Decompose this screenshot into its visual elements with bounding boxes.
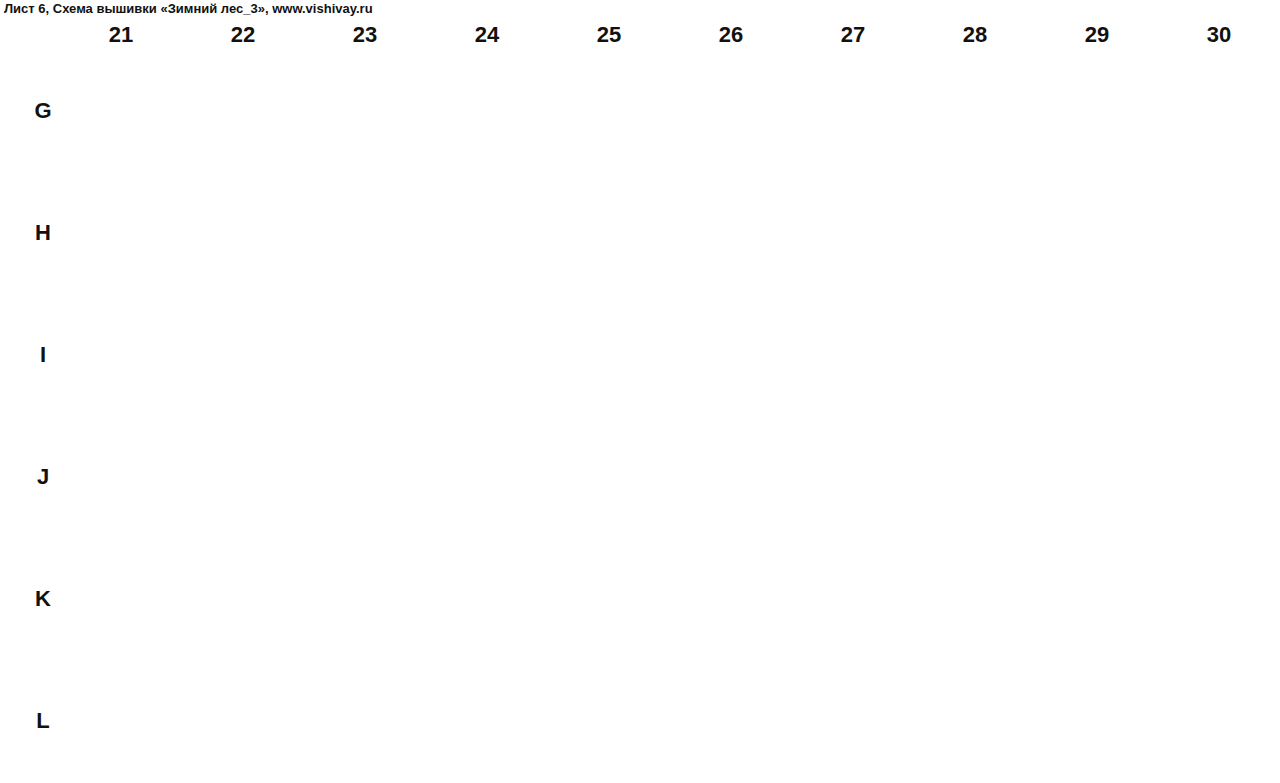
row-letter: H bbox=[30, 220, 56, 246]
column-number: 23 bbox=[304, 22, 426, 48]
sheet-title: Лист 6, Схема вышивки «Зимний лес_3», ww… bbox=[4, 1, 373, 16]
column-number: 24 bbox=[426, 22, 548, 48]
row-letter: J bbox=[30, 464, 56, 490]
column-number: 26 bbox=[670, 22, 792, 48]
column-number: 30 bbox=[1158, 22, 1280, 48]
row-letter: I bbox=[30, 342, 56, 368]
column-number: 29 bbox=[1036, 22, 1158, 48]
column-number: 22 bbox=[182, 22, 304, 48]
column-number: 28 bbox=[914, 22, 1036, 48]
column-number: 27 bbox=[792, 22, 914, 48]
row-letter: G bbox=[30, 98, 56, 124]
row-letter: L bbox=[30, 708, 56, 734]
column-number: 25 bbox=[548, 22, 670, 48]
column-number: 21 bbox=[60, 22, 182, 48]
row-letter: K bbox=[30, 586, 56, 612]
